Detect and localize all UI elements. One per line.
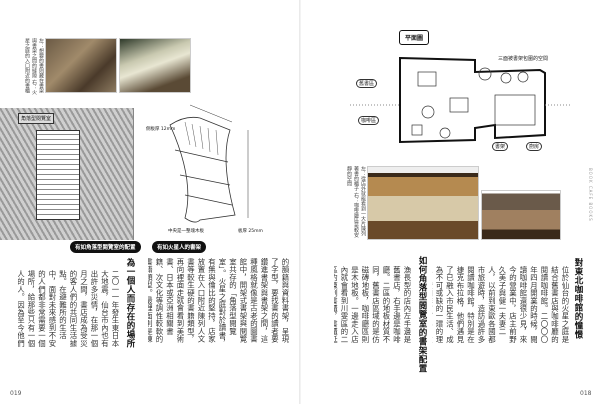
page-number-left: 019 — [10, 390, 22, 397]
photo-bookstore-aisle — [45, 38, 117, 93]
floorplan-label-shelf: 書架 — [492, 142, 509, 151]
left-body-continued: 的韻籍與資料書架，呈現了字型，要找書的讀者要鑽進書架與書架之間，這種風格就像是古… — [148, 258, 290, 347]
photo-storefront — [367, 166, 479, 240]
floor-plan — [350, 56, 570, 144]
photo-caption: 左：想要的書則藏在書架與書架之間的縫隙 右：火星之庭的入口附近的書櫃 — [24, 38, 44, 95]
label-shelf: 有如火星人的書架 — [152, 241, 207, 253]
label-reading-layout: 有如角落型閱覽室的配置 — [70, 241, 141, 253]
right-body-1: 位於仙台的火星之庭是結合舊書店與咖啡廳的閱讀咖啡館。二〇〇〇年四月開業的時候，閱… — [432, 266, 570, 343]
shelf-dim-side: 側板厚 12mm — [146, 127, 176, 132]
floorplan-note: 三面被書架包圍的空間 — [498, 56, 549, 62]
left-body: 二〇一一年發生東日本大地震，仙台市內也有出許多災情，在那一個月之間，書店成為受災… — [18, 270, 120, 347]
shelf-dim-board: 板厚 25mm — [238, 229, 263, 234]
right-heading-2: 如何角落型閱覽室的書架配置 — [417, 256, 427, 373]
book-gutter — [299, 0, 301, 404]
corner-reading-area — [36, 130, 80, 220]
page-number-right: 018 — [580, 390, 592, 397]
photo-bookshelves — [119, 38, 191, 93]
floorplan-label-books: 舊書區 — [356, 79, 378, 88]
corner-label: 角落型閱覽室 — [18, 113, 55, 124]
floorplan-label-cafe: 咖啡區 — [358, 116, 380, 125]
side-running-title: BOOK CAFE BOOKS — [588, 168, 593, 222]
right-heading-1: 對東北咖啡館的憧憬 — [573, 258, 583, 339]
shelf-drawing — [169, 104, 249, 223]
shelf-dim-center: 中央是一整塊木板 — [168, 229, 204, 234]
floorplan-title: 平面圖 — [399, 30, 430, 45]
floorplan-label-kitchen: 廚房 — [526, 142, 543, 151]
right-body-2: 漁長型的店內左手邊是舊書店，右手邊是咖啡廳。二區的地板材質不同，舊書店區域的是仿… — [334, 266, 412, 343]
left-heading: 為一個人而存在的場所 — [125, 258, 135, 348]
photo-caption-right: 左：從店外就能看到一大片陳列著書的櫃子 右：咖啡廳區是較安靜的空間 — [346, 166, 366, 238]
isometric-bookstore-drawing: 角落型閱覽室 — [0, 108, 134, 240]
photo-cafe-area — [481, 190, 561, 240]
